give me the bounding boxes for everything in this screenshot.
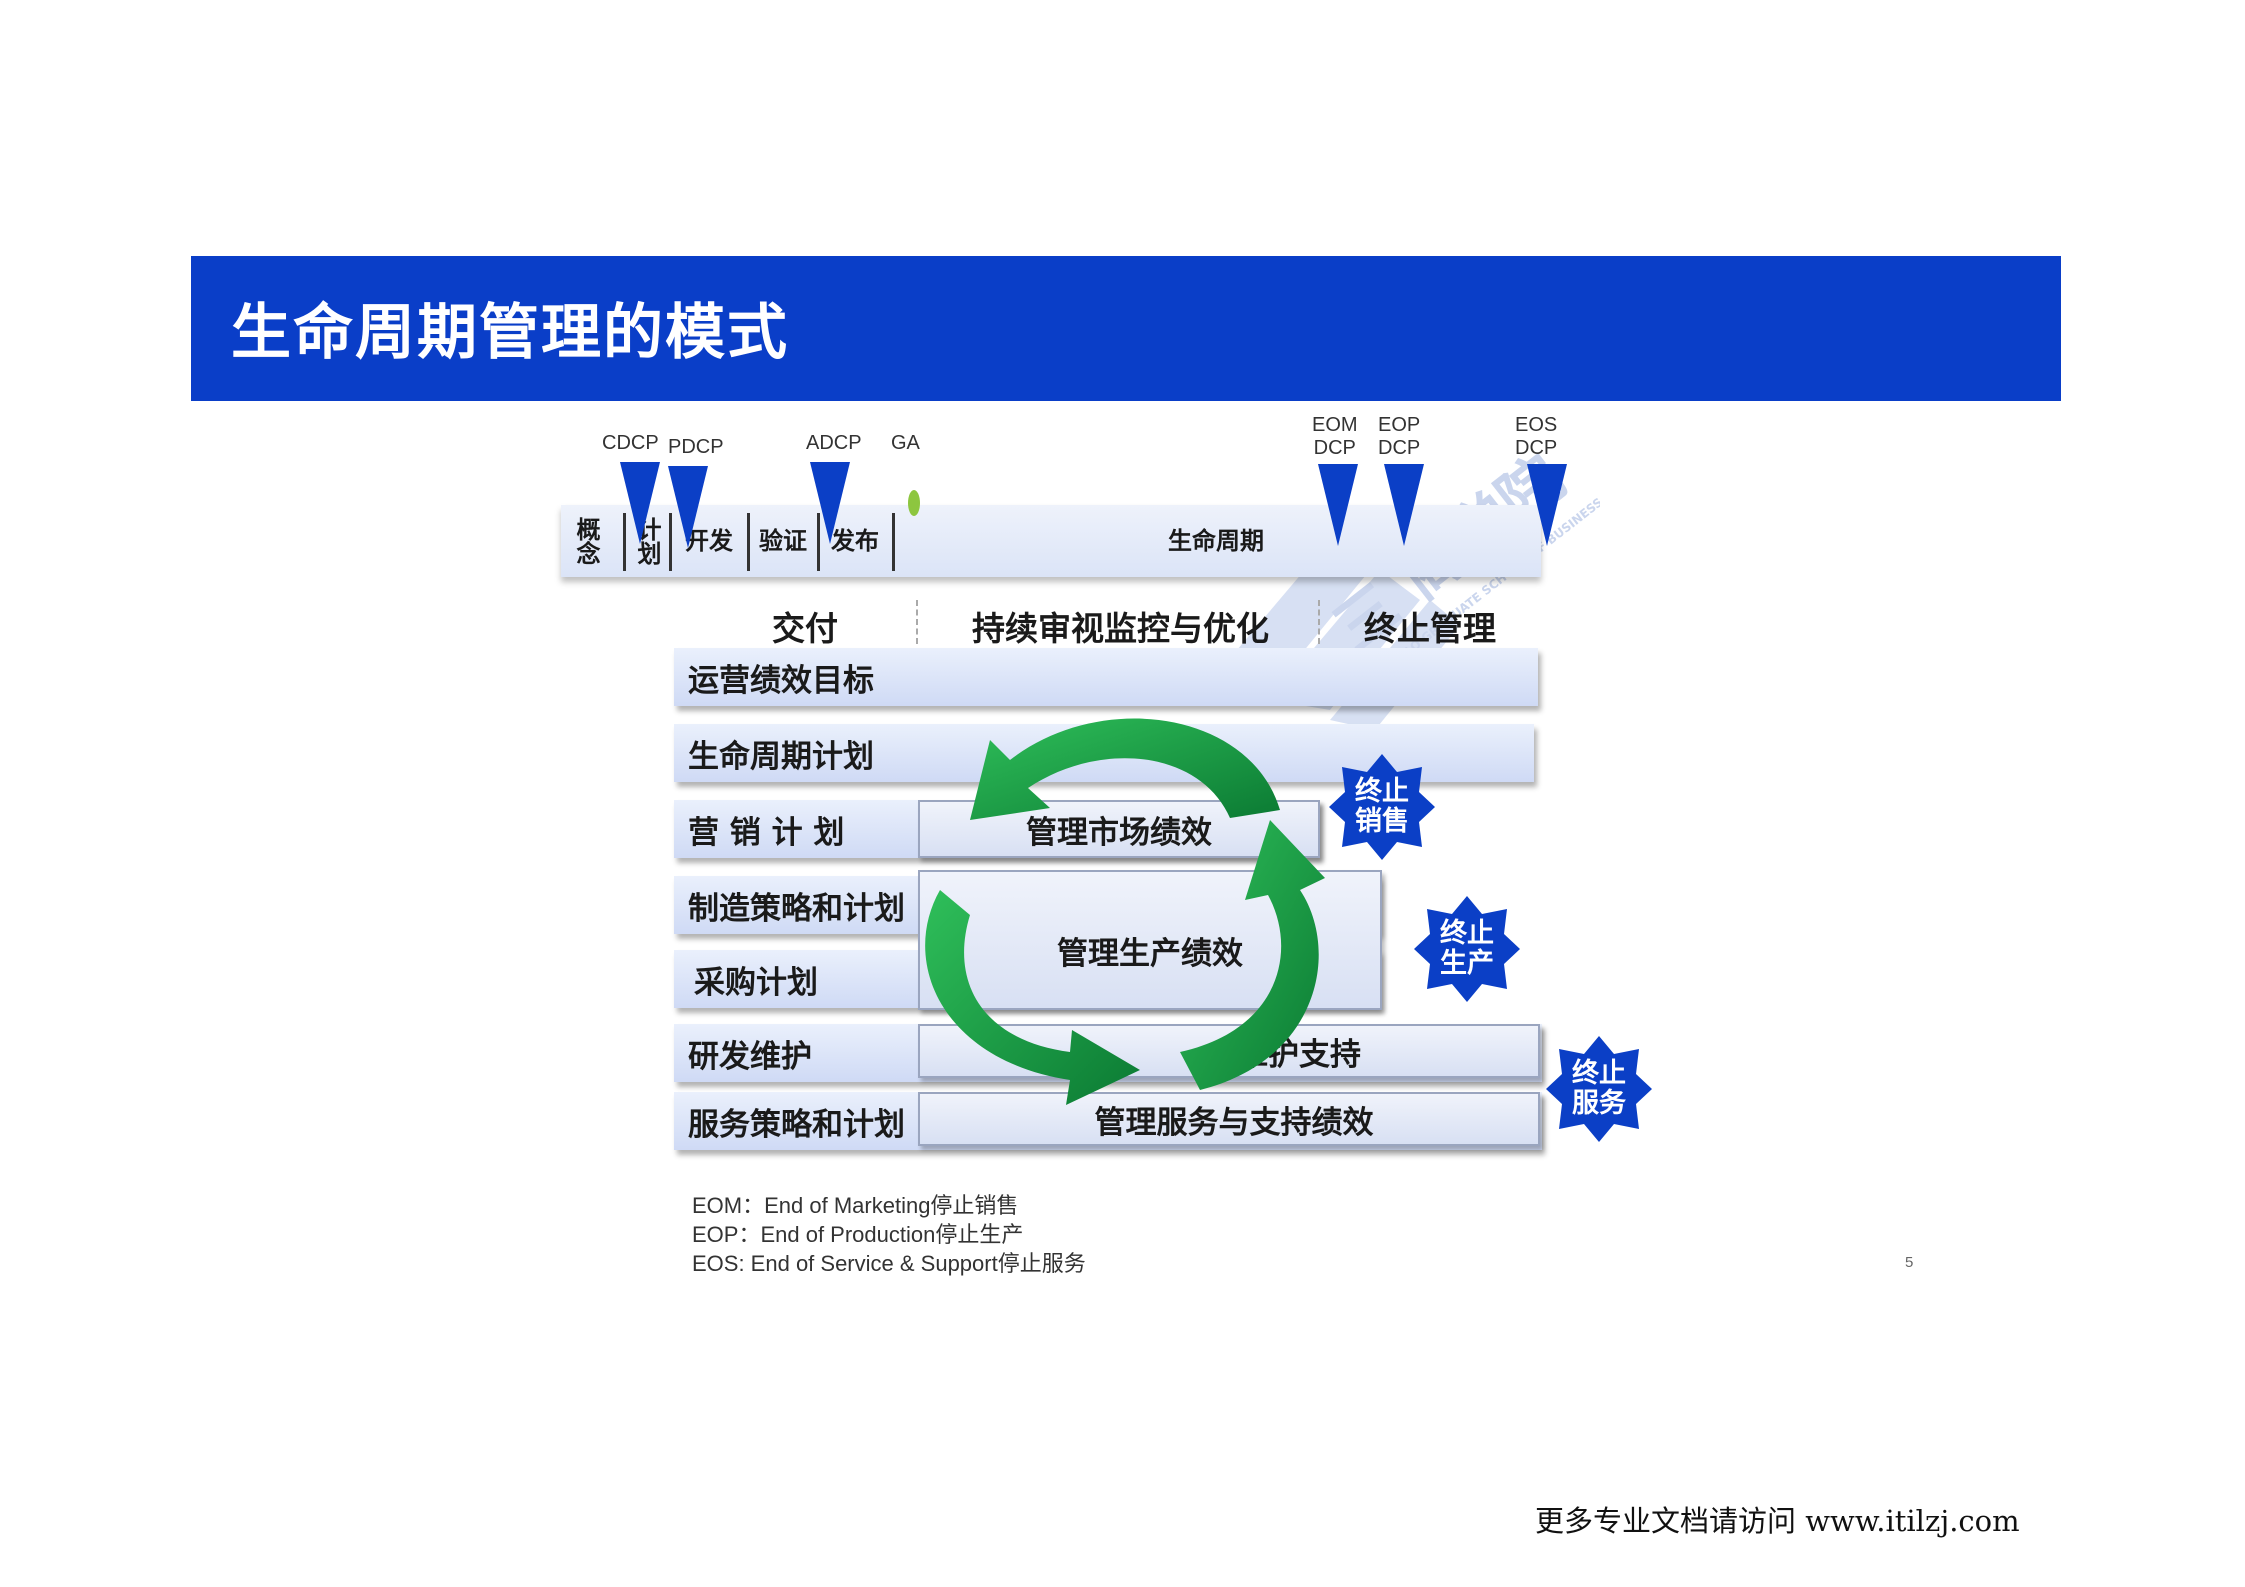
phase-divider xyxy=(747,513,750,571)
row-label: 生命周期计划 xyxy=(688,738,874,775)
stop-service-text: 终止服务 xyxy=(1572,1058,1626,1119)
phase-verify: 验证 xyxy=(759,527,807,555)
stop-service-badge: 终止服务 xyxy=(1544,1034,1654,1144)
milestone-ga-label: GA xyxy=(891,432,920,454)
milestone-pdcp-marker xyxy=(668,466,708,548)
milestone-adcp-label: ADCP xyxy=(806,432,862,454)
arrow-right xyxy=(1180,820,1325,1090)
milestone-cdcp-label: CDCP xyxy=(602,432,659,454)
row-label: 研发维护 xyxy=(688,1038,812,1075)
section-delivery: 交付 xyxy=(772,609,838,648)
milestone-pdcp-label: PDCP xyxy=(668,436,724,458)
cycle-arrows xyxy=(925,718,1325,1105)
milestone-eom-marker xyxy=(1318,464,1358,546)
row-ops-goals: 运营绩效目标 xyxy=(674,648,1538,706)
section-termination: 终止管理 xyxy=(1364,609,1496,648)
milestone-eop-marker xyxy=(1384,464,1424,546)
milestone-ga-marker xyxy=(908,490,920,516)
page-title: 生命周期管理的模式 xyxy=(231,298,789,368)
section-divider xyxy=(916,600,918,644)
milestone-adcp-marker xyxy=(810,462,850,544)
row-label: 运营绩效目标 xyxy=(688,662,874,699)
legend-eop: EOP：End of Production停止生产 xyxy=(692,1222,1024,1247)
stop-production-text: 终止生产 xyxy=(1440,918,1494,979)
milestone-eos-marker xyxy=(1527,464,1567,546)
phase-divider xyxy=(892,513,895,571)
stop-sales-badge: 终止销售 xyxy=(1327,752,1437,862)
row-label: 制造策略和计划 xyxy=(688,890,905,927)
legend-eom: EOM：End of Marketing停止销售 xyxy=(692,1193,1019,1218)
box-service-performance: 管理服务与支持绩效 xyxy=(918,1092,1540,1146)
row-label: 服务策略和计划 xyxy=(688,1106,905,1143)
legend-eos: EOS: End of Service & Support停止服务 xyxy=(692,1251,1086,1276)
section-divider xyxy=(1318,600,1320,644)
phase-bar: 概念 计划 开发 验证 发布 生命周期 xyxy=(561,505,1541,577)
phase-concept: 概念 xyxy=(572,517,600,565)
row-label: 采购计划 xyxy=(694,964,818,1001)
arrow-top xyxy=(970,718,1280,820)
title-bar: 生命周期管理的模式 xyxy=(191,256,2061,401)
phase-lifecycle: 生命周期 xyxy=(1168,527,1264,555)
footer-text: 更多专业文档请访问 www.itilzj.com xyxy=(1535,1504,2020,1538)
arrow-left xyxy=(925,890,1140,1105)
row-label: 营 销 计 划 xyxy=(688,814,845,851)
stop-sales-text: 终止销售 xyxy=(1355,776,1409,837)
section-review: 持续审视监控与优化 xyxy=(972,609,1269,648)
page-number: 5 xyxy=(1905,1254,1914,1271)
stop-production-badge: 终止生产 xyxy=(1412,894,1522,1004)
milestone-cdcp-marker xyxy=(620,462,660,544)
